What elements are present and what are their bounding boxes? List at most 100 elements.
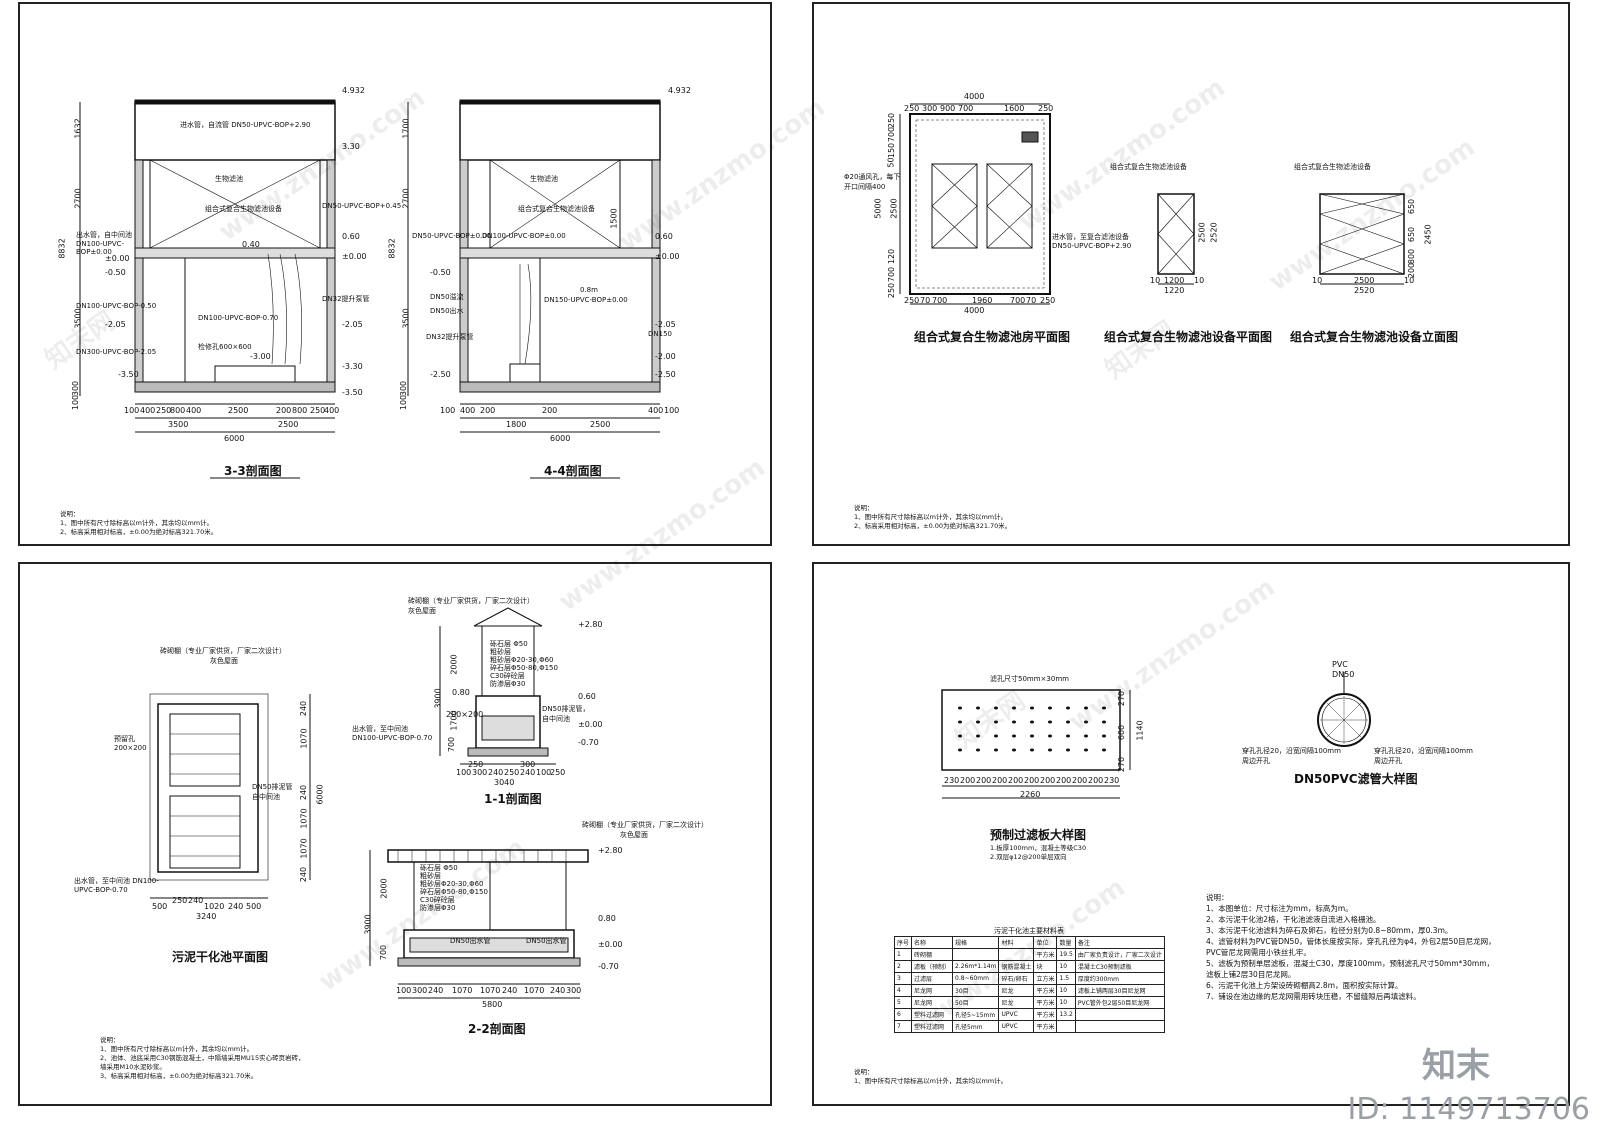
dim: 600 xyxy=(1117,724,1127,741)
dim: 200 xyxy=(1056,776,1072,785)
roof-note: 砖砌棚（专业厂家供货，厂家二次设计） xyxy=(408,597,534,605)
pipe-label: 进水管，至复合滤池设备 DN50-UPVC-BOP+2.90 xyxy=(1052,233,1132,250)
pipe-label: 检修孔600×600 xyxy=(198,343,252,351)
drawing-title: DN50PVC滤管大样图 xyxy=(1294,772,1418,786)
dim: 100 xyxy=(536,768,552,777)
dim: 200 xyxy=(1407,262,1417,279)
pipe-label: 出水管，自中间池 DN100-UPVC-BOP±0.00 xyxy=(76,231,132,256)
note-line: 2、标高采用相对标高，±0.00为绝对标高321.70米。 xyxy=(60,528,218,536)
dim: 2520 xyxy=(1209,222,1219,243)
dim: 240 xyxy=(299,866,309,883)
opening-label: 200×200 xyxy=(446,710,484,719)
pipe-label: DN50溢流 xyxy=(430,293,464,301)
filter-hole xyxy=(1102,748,1106,752)
roof-color: 灰色屋面 xyxy=(210,657,238,665)
dim-total: 3240 xyxy=(196,912,217,921)
layer-item: 防渗层Φ30 xyxy=(490,680,526,688)
pipe-note: 穿孔孔径20，沿宽间隔100mm xyxy=(1374,747,1473,755)
pipe-label: DN150-UPVC-BOP±0.00 xyxy=(544,296,628,304)
drawing-title: 3-3剖面图 xyxy=(224,464,282,478)
layer-item: C30碎砼层 xyxy=(490,672,525,680)
table-header-cell: 序号 xyxy=(893,936,913,949)
note-line: 2、标高采用相对标高，±0.00为绝对标高321.70米。 xyxy=(854,522,1012,530)
elevation: 0.80 xyxy=(452,688,470,697)
dim-bottom: 700 xyxy=(1010,296,1026,305)
table-cell: 平方米 xyxy=(1033,1008,1058,1021)
detail-drawings xyxy=(941,672,1371,799)
pipe-label: DN100-UPVC-BOP-0.70 xyxy=(198,314,279,322)
filter-hole xyxy=(1066,734,1070,738)
dim-bottom: 250 xyxy=(904,296,920,305)
table-cell: 7 xyxy=(893,1020,913,1033)
pipe-label: DN50-UPVC-BOP+0.45 xyxy=(322,202,402,210)
table-cell: 平方米 xyxy=(1033,996,1058,1009)
dim: 2520 xyxy=(1354,286,1375,295)
dim-bottom: 200 xyxy=(276,406,292,415)
notes: 说明： 1、图中所有尺寸除标高以m计外，其余均以mm计。 2、标高采用相对标高，… xyxy=(854,504,1011,531)
pipe-label: 进水管，自流管 DN50-UPVC-BOP+2.90 xyxy=(180,121,311,129)
elevation: -0.70 xyxy=(578,738,599,747)
dim-bottom: 100 xyxy=(440,406,456,415)
dim-total: 4000 xyxy=(964,92,985,101)
note-line: 墙采用M10水泥砂浆。 xyxy=(100,1063,166,1071)
drawing-title: 组合式复合生物滤池房平面图 xyxy=(914,330,1071,344)
note-line: 说明： xyxy=(1206,893,1229,902)
dim: 2000 xyxy=(379,878,389,899)
note-line: 2、池体、池底采用C30钢筋混凝土，中隔墙采用MU15实心砖页岩砖， xyxy=(100,1054,305,1062)
dim: 250 xyxy=(172,896,188,905)
pipe-note: 周边开孔 xyxy=(1242,757,1270,765)
elevation: ±0.00 xyxy=(342,252,367,261)
dim-left: 250 xyxy=(887,282,897,299)
table-cell: 平方米 xyxy=(1033,1020,1058,1033)
dim: 650 xyxy=(1407,226,1417,243)
roof-note: 砖砌棚（专业厂家供货，厂家二次设计） xyxy=(160,647,286,655)
layer-item: C30碎砼层 xyxy=(420,896,455,904)
drawing-sheet-details: 滤孔尺寸50mm×30mm 230 200 200 200 200 200 20… xyxy=(812,562,1570,1106)
pipe-label: 出水管，至中间池 DN100-UPVC-BOP-0.70 xyxy=(352,725,433,742)
filter-hole xyxy=(1102,734,1106,738)
note-line: 3、标高采用相对标高，±0.00为绝对标高321.70米。 xyxy=(100,1072,258,1080)
equipment-label: 组合式复合生物滤池设备 xyxy=(205,205,282,213)
filter-hole xyxy=(976,734,980,738)
filter-hole xyxy=(1048,706,1052,710)
filter-hole xyxy=(1030,748,1034,752)
vent-label: Φ20通风孔，每下开口间隔400 xyxy=(844,173,901,191)
filter-hole xyxy=(994,720,998,724)
elevation: 0.60 xyxy=(342,232,360,241)
filter-hole xyxy=(1066,720,1070,724)
drawing-sheet-filter-room: 4000 250 300 900 700 1600 250 250 70 700… xyxy=(812,2,1570,546)
dim: 1070 xyxy=(299,808,309,829)
dim-total: 6000 xyxy=(550,434,571,443)
elevation: -2.05 xyxy=(342,320,363,329)
equipment-label: 组合式复合生物滤池设备 xyxy=(1294,163,1371,171)
filter-hole xyxy=(1048,720,1052,724)
note-line: 1、图中所有尺寸除标高以m计外，其余均以mm计。 xyxy=(854,1077,1008,1085)
equipment-label: 生物滤池 xyxy=(215,175,243,183)
dim-bottom: 250 xyxy=(156,406,172,415)
filter-hole xyxy=(958,720,962,724)
notes: 说明： 1、图中所有尺寸除标高以m计外，其余均以mm计。 2、池体、池底采用C3… xyxy=(100,1036,305,1081)
dim: 240 xyxy=(299,784,309,801)
drawing-title: 预制过滤板大样图 xyxy=(990,828,1087,842)
dim-left: 50 xyxy=(886,157,896,168)
filter-hole xyxy=(1030,734,1034,738)
dim-left: 150 xyxy=(887,142,897,159)
table-cell xyxy=(1074,1008,1165,1021)
drawing-title: 2-2剖面图 xyxy=(468,1022,526,1036)
drawing-sheet-sections: 4.932 4.932 3.30 0.60 0.40 ±0.00 ±0.00 -… xyxy=(18,2,772,546)
filter-hole xyxy=(958,734,962,738)
drawing-title: 组合式复合生物滤池设备平面图 xyxy=(1104,330,1273,344)
dim: 230 xyxy=(1104,776,1120,785)
dim-bottom: 400 xyxy=(460,406,476,415)
dim-total: 1140 xyxy=(1135,720,1145,741)
pipe-label: DN100-UPVC-BOP±0.00 xyxy=(482,232,566,240)
table-cell: 4 xyxy=(893,984,913,997)
note-line: 3、本污泥干化池滤料为碎石及卵石，粒径分别为0.8~80mm，厚0.3m。 xyxy=(1206,926,1453,935)
filter-hole xyxy=(1102,706,1106,710)
pipe-label: DN50-UPVC-BOP±0.00 xyxy=(412,232,492,240)
dim-bottom: 800 xyxy=(170,406,186,415)
dim-total: 5000 xyxy=(873,198,883,219)
pipe-label: DN50排泥管 自中间池 xyxy=(252,783,293,801)
table-header-cell: 规格 xyxy=(952,936,1000,949)
